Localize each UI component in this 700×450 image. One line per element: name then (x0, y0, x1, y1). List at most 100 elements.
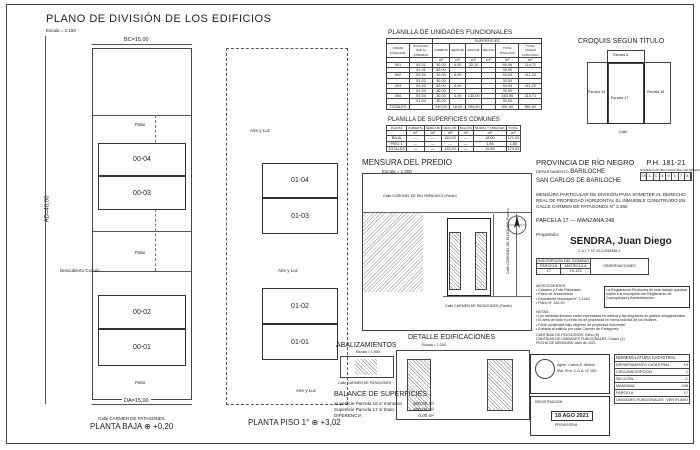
pf-cell: 30,00 (432, 77, 450, 84)
province-title: PROVINCIA DE RÍO NEGRO P.H. 181-21 (536, 158, 686, 167)
unit-00-03-label: 00-03 (131, 189, 153, 197)
unit-00-01[interactable]: 00-01 (98, 329, 186, 366)
aire-label-2: Aire y Luz (278, 268, 299, 273)
abalizamiento-scale: Escala = 1:500 (356, 350, 380, 354)
notes-block: ANTECEDENTES: • Catastro y Folio Parcela… (536, 284, 602, 305)
pf-unit-cell: m² (518, 56, 543, 64)
unit-01-02[interactable]: 01-02 (262, 288, 338, 324)
pf-unit-cell: m² (432, 56, 450, 64)
pf-cell: 214,71 (518, 93, 543, 100)
pc-cell: — (457, 140, 475, 147)
first-floor-caption: PLANTA PISO 1° ⊕ +3,02 (248, 418, 341, 427)
left-dimension: AD=40,00 (40, 36, 52, 404)
aprobacion-date: 18 AGO 2021 (551, 411, 593, 421)
nomenclatura-row: DEPARTAMENTO CATASTRAL 19 (614, 362, 690, 370)
ph-number: P.H. 181-21 (646, 158, 686, 167)
nomenclatura-label: CIRCUNSCRIPCIÓN (616, 370, 652, 375)
pf-header-cell: CUBIERTA (432, 43, 450, 58)
unit-01-04[interactable]: 01-04 (262, 163, 338, 198)
pf-cell: 30,00 (432, 88, 450, 95)
unit-01-04-label: 01-04 (289, 177, 311, 184)
pf-cell: 01-04 (409, 98, 433, 105)
unit-00-04-label: 00-04 (131, 156, 153, 163)
pf-header-cell: DESCUB. (465, 43, 482, 58)
notas-label: NOTAS: (536, 310, 550, 314)
pf-unit-cell: m² (465, 56, 482, 64)
ground-caption-text: PLANTA BAJA (90, 422, 142, 431)
pf-header-cell: BALCÓN (480, 43, 497, 58)
nomen-origen-cell: 0 (666, 173, 673, 181)
plan-scale: Escala = 1:150 (46, 28, 76, 33)
nomenclatura-label: DEPARTAMENTO CATASTRAL (616, 363, 670, 368)
ground-floor-caption: PLANTA BAJA ⊕ +0,20 (90, 422, 173, 431)
pc-cell: 153,20 (441, 135, 459, 142)
nomenclatura-title: NOMENCLATURA CATASTRAL (614, 354, 690, 363)
pc-cell: TOTALES (386, 145, 407, 153)
nomenclatura-value: 19 (683, 363, 688, 368)
unit-01-03[interactable]: 01-03 (262, 198, 338, 234)
pf-total-cell: 240,00 (432, 103, 450, 110)
patio-label-1: Patio (135, 122, 146, 127)
bottom-dimension: DA=15,00 (92, 398, 192, 408)
pf-cell: 00-02 (409, 72, 433, 79)
pc-cell: BAJA (386, 135, 407, 142)
mensura-description: MENSURA PARTICULAR DE DIVISIÓN PARA SOME… (536, 192, 686, 209)
pf-total-cell: TOTALES (386, 103, 410, 110)
unit-00-02[interactable]: 00-02 (98, 295, 186, 329)
pf-total-cell: 551,60 (495, 103, 520, 110)
nomenclatura-value: 248 (681, 384, 688, 389)
mensura-title: MENSURA DEL PREDIO (362, 158, 452, 167)
dim-top-label: BC=15,00 (122, 37, 151, 43)
unit-00-03[interactable]: 00-03 (98, 176, 186, 210)
nomen-origen-cell: 7 (679, 173, 685, 181)
detalle-scale: Escala = 1:250 (422, 343, 446, 347)
ground-level-text: +0,20 (153, 422, 174, 431)
nomen-origen-cell: 8 (685, 173, 691, 181)
nota-item: • El área de todo el predio es de propie… (536, 318, 658, 323)
unit-01-01[interactable]: 01-01 (262, 324, 338, 360)
unidades-count: CANTIDAD DE UNIDADES FUNCIONALES: Cuatro… (536, 337, 625, 342)
unit-01-02-label: 01-02 (289, 302, 311, 310)
pf-cell: 30,00 (432, 93, 450, 100)
unit-00-04[interactable]: 00-04 (98, 143, 186, 176)
observaciones-header: OBSERVACIONES (589, 258, 649, 275)
nomen-origen-cell: 4 (660, 173, 666, 181)
aire-label-3: Aire y Luz (296, 388, 317, 393)
detalle-title: DETALLE EDIFICACIONES (408, 334, 496, 341)
dept-label: DEPARTAMENTO (536, 169, 569, 174)
pc-cell: — (405, 135, 425, 142)
pc-cell: 153,20 (441, 145, 459, 153)
pc-cell: — (405, 145, 425, 153)
plan-title: PLANO DE DIVISIÓN DE LOS EDIFICIOS (46, 13, 272, 25)
nomenclatura-label: SECCIÓN (616, 377, 634, 382)
nomen-origen-cell: C (654, 173, 660, 181)
matricula-val: 19-123 (560, 268, 591, 275)
antecedente-item: • Plano de antecedente (536, 292, 574, 297)
nomen-origen-cell: 1 (647, 173, 654, 181)
aire-label-1: Aire y Luz (250, 128, 271, 133)
pf-cell: 01-01 (409, 67, 433, 74)
pf-cell: 00-01 (409, 61, 433, 69)
province-name: PROVINCIA DE RÍO NEGRO (536, 158, 635, 167)
pc-cell: 1,85 (505, 140, 522, 147)
balance-label: Superficie Parcela 17 s/ título (334, 407, 394, 412)
street-label: Calle CARMEN DE PATAGONES (98, 416, 165, 421)
descubierto-label: Descubierto Común (60, 268, 100, 273)
notas-block: NOTAS: • Los medidas lineales están expr… (536, 310, 688, 346)
owner-label: Propietario: (536, 232, 560, 237)
first-floor-outline (226, 48, 348, 405)
detalle-plan (396, 350, 530, 420)
pc-unit-cell: m² (457, 130, 475, 137)
reglamento-note: La Registración Provisoria de este traba… (604, 286, 690, 308)
pc-cell: 18,00 (473, 135, 507, 142)
dim-left-label: AD=40,00 (44, 195, 51, 223)
